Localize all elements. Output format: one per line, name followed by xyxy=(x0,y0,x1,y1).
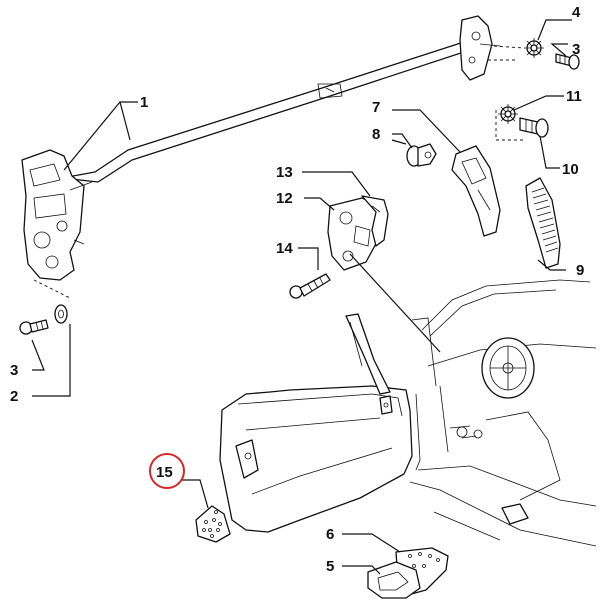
handle-lever xyxy=(451,145,501,237)
label-8: 8 xyxy=(372,126,380,143)
guide-line-10 xyxy=(495,110,524,141)
label-9: 9 xyxy=(576,262,584,279)
label-3-right: 3 xyxy=(572,41,580,58)
trim-cover-inner xyxy=(367,561,421,599)
label-5: 5 xyxy=(326,558,334,575)
label-10: 10 xyxy=(562,161,579,178)
star-washer-2 xyxy=(498,104,518,124)
star-washer xyxy=(524,38,544,58)
door-lock-mechanism xyxy=(21,149,93,299)
highlight-circle xyxy=(149,453,185,489)
label-12: 12 xyxy=(276,190,293,207)
label-1: 1 xyxy=(140,94,148,111)
pivot-washer xyxy=(406,143,437,167)
striker-spring xyxy=(361,195,389,247)
screw-left xyxy=(19,319,49,335)
striker-bolt xyxy=(519,117,549,138)
label-3-left: 3 xyxy=(10,362,18,379)
screw-top-right xyxy=(555,53,580,70)
label-2: 2 xyxy=(10,388,18,405)
washer-left xyxy=(54,304,68,324)
label-11: 11 xyxy=(566,88,582,105)
label-14: 14 xyxy=(276,240,293,257)
car-door-illustration xyxy=(219,279,597,547)
handle-grille xyxy=(525,177,561,269)
screw-long xyxy=(289,273,331,299)
door-grommet xyxy=(195,505,231,543)
rod-end-bracket xyxy=(459,15,525,81)
label-13: 13 xyxy=(276,164,293,181)
label-4: 4 xyxy=(572,4,581,21)
leader-lines xyxy=(31,19,572,575)
label-15: 15 xyxy=(156,464,173,481)
label-6: 6 xyxy=(326,526,334,543)
label-7: 7 xyxy=(372,99,380,116)
